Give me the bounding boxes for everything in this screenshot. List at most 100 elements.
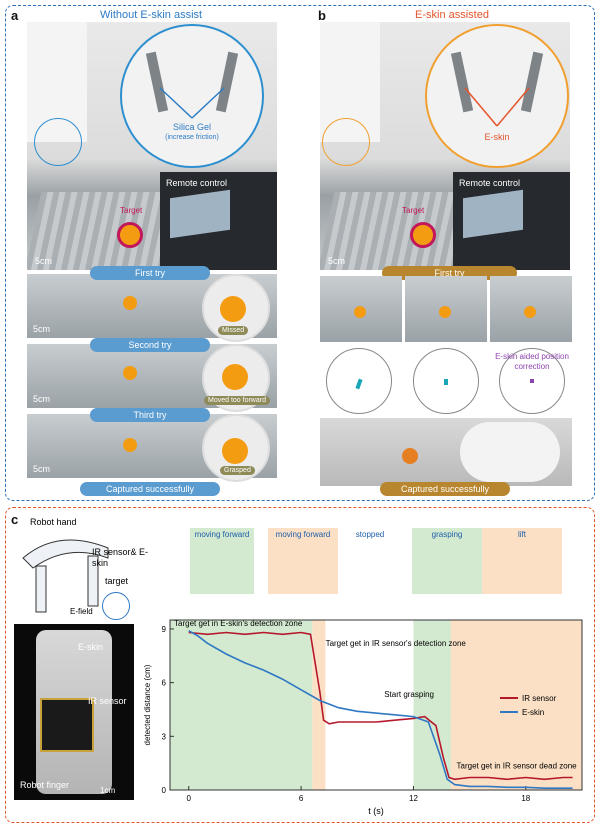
- robot-hand-diagram: [22, 539, 109, 613]
- target-label: Target: [120, 206, 143, 215]
- eskin-photo: E-skin IR sensor Robot finger 1cm: [14, 624, 134, 800]
- phase-label: moving forward: [194, 530, 250, 539]
- moved-forward-badge: Moved too forward: [204, 396, 270, 405]
- panel-b-try-photo-1: [320, 276, 402, 342]
- grasped-badge: Grasped: [220, 466, 255, 475]
- panel-ab-frame: [5, 5, 595, 501]
- orange: [123, 438, 137, 452]
- orange: [222, 438, 248, 464]
- panel-c-frame: [5, 507, 595, 823]
- polar-plot-1: [326, 348, 392, 414]
- panel-b-zoom-bubble: E-skin: [425, 24, 569, 168]
- panel-a-gripper-ring: [34, 118, 82, 166]
- panel-b-captured-photo: [320, 418, 572, 486]
- second-try-label: Second try: [90, 338, 210, 352]
- panel-a-zoom-bubble: Silica Gel (increase friction): [120, 24, 264, 168]
- phase-label: moving forward: [275, 530, 331, 539]
- series-line-e-skin: [188, 630, 573, 789]
- third-try-label: Third try: [90, 408, 210, 422]
- remote-label: Remote control: [166, 178, 228, 188]
- panel-b-letter: b: [318, 8, 326, 23]
- robot-arm: [460, 422, 560, 482]
- photo-scale-label: 1cm: [100, 786, 116, 795]
- orange: [123, 366, 137, 380]
- orange: [220, 296, 246, 322]
- target-label: Target: [402, 206, 425, 215]
- remote-control-inset: Remote control: [453, 172, 570, 270]
- scale-label: 5cm: [33, 394, 51, 404]
- x-tick-label: 6: [299, 794, 304, 803]
- polar-plot-2: [413, 348, 479, 414]
- panel-b-gripper-ring: [322, 118, 370, 166]
- phase-band: [450, 620, 582, 790]
- remote-control-inset: Remote control: [160, 172, 277, 270]
- correction-label: E-skin aided position correction: [495, 352, 569, 371]
- missed-bubble: [202, 274, 270, 342]
- orange: [354, 306, 366, 318]
- ir-eskin-label: IR sensor& E-skin: [92, 547, 149, 568]
- chart-annotation: Target get in IR sensor's detection zone: [326, 639, 467, 648]
- x-tick-label: 12: [409, 794, 418, 803]
- series-line-ir-sensor: [188, 631, 573, 781]
- x-tick-label: 18: [521, 794, 530, 803]
- panel-b-try-photo-2: [405, 276, 487, 342]
- phase-moving-forward-2: moving forward: [268, 528, 338, 594]
- phase-label: lift: [518, 530, 526, 539]
- grasped-bubble: [202, 414, 270, 482]
- y-tick-label: 0: [162, 786, 167, 795]
- phase-grasping: grasping: [412, 528, 482, 594]
- missed-badge: Missed: [218, 326, 249, 335]
- panel-c-letter: c: [11, 512, 19, 527]
- orange: [524, 306, 536, 318]
- silica-gel-sublabel: (increase friction): [165, 134, 219, 141]
- phase-band: [312, 620, 326, 790]
- orange: [402, 448, 418, 464]
- chart-annotation: Start grasping: [384, 690, 434, 699]
- photo-eskin-label: E-skin: [78, 642, 104, 652]
- phase-label: grasping: [431, 530, 463, 539]
- robot-hand-label: Robot hand: [30, 517, 77, 527]
- photo-ir-label: IR sensor: [88, 696, 127, 706]
- panel-a-title: Without E-skin assist: [100, 9, 203, 21]
- efield-label: E-field: [70, 607, 93, 616]
- ir-sensor-chip: [40, 698, 94, 752]
- eskin-zoom-label: E-skin: [484, 132, 510, 142]
- x-tick-label: 0: [187, 794, 192, 803]
- target-label-c: target: [105, 576, 129, 586]
- y-axis-label: detected distance (cm): [143, 664, 152, 745]
- target-orange: [410, 222, 436, 248]
- x-axis-label: t (s): [368, 806, 384, 816]
- phase-band: [170, 620, 313, 790]
- polar-point: [355, 378, 363, 390]
- legend-label: E-skin: [522, 708, 544, 717]
- photo-finger-label: Robot finger: [20, 780, 70, 790]
- polar-plot-3: [499, 348, 565, 414]
- captured-label-b: Captured successfully: [380, 482, 510, 496]
- phase-moving-forward-1: moving forward: [190, 528, 254, 594]
- laptop-screen: [463, 189, 523, 239]
- captured-label-a: Captured successfully: [80, 482, 220, 496]
- plot-frame: [169, 619, 583, 791]
- laptop-screen: [170, 189, 230, 239]
- panel-b-try-photo-3: [490, 276, 572, 342]
- scale-label: 5cm: [328, 256, 346, 266]
- y-tick-label: 9: [162, 625, 167, 634]
- y-tick-label: 6: [162, 679, 167, 688]
- chart-annotation: Target get in IR sensor dead zone: [457, 762, 578, 771]
- target-orange: [117, 222, 143, 248]
- phase-stopped: stopped: [340, 528, 400, 594]
- scale-label: 5cm: [35, 256, 53, 266]
- y-tick-label: 3: [162, 732, 167, 741]
- panel-a-letter: a: [11, 8, 19, 23]
- chart-annotation: Target get in E-skin's detection zone: [174, 619, 303, 628]
- orange: [123, 296, 137, 310]
- zoom-arrows: [464, 87, 530, 127]
- orange: [222, 364, 248, 390]
- polar-point: [444, 379, 448, 385]
- polar-point: [530, 379, 534, 383]
- distance-chart: 0 6 12 18 0 3 6 9 t (s) detected distance (cm) IR …: [143, 619, 583, 816]
- legend-label: IR sensor: [522, 694, 557, 703]
- remote-label: Remote control: [459, 178, 521, 188]
- orange: [439, 306, 451, 318]
- scale-label: 5cm: [33, 464, 51, 474]
